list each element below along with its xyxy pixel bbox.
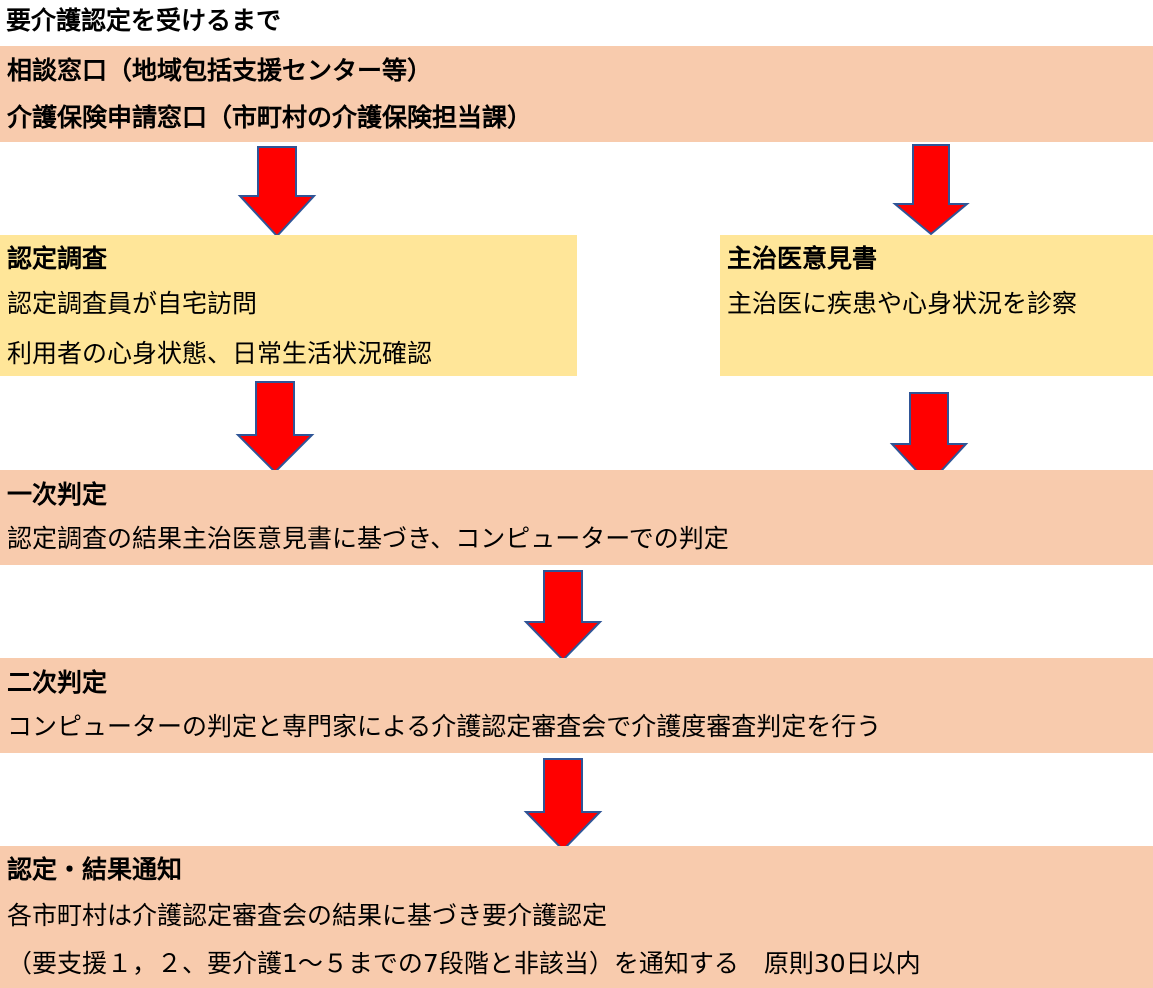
secondary-heading: 二次判定 (7, 668, 108, 697)
consultation-box: 相談窓口（地域包括支援センター等） 介護保険申請窓口（市町村の介護保険担当課） (0, 46, 1153, 142)
consultation-window-text: 相談窓口（地域包括支援センター等） (7, 56, 433, 85)
certification-notice-box: 認定・結果通知 各市町村は介護認定審査会の結果に基づき要介護認定 （要支援１，２… (0, 846, 1153, 988)
survey-line-1: 認定調査員が自宅訪問 (7, 289, 258, 318)
doctor-opinion-box: 主治医意見書 主治医に疾患や心身状況を診察 (720, 235, 1153, 376)
down-arrow-icon (892, 144, 970, 236)
down-arrow-icon (237, 146, 317, 238)
down-arrow-icon (523, 570, 603, 662)
application-window-text: 介護保険申請窓口（市町村の介護保険担当課） (7, 103, 533, 132)
page-title: 要介護認定を受けるまで (6, 6, 282, 35)
down-arrow-icon (523, 758, 603, 852)
notice-line-1: 各市町村は介護認定審査会の結果に基づき要介護認定 (7, 901, 608, 930)
down-arrow-icon (889, 392, 969, 486)
secondary-line-1: コンピューターの判定と専門家による介護認定審査会で介護度審査判定を行う (7, 712, 882, 741)
secondary-judgment-box: 二次判定 コンピューターの判定と専門家による介護認定審査会で介護度審査判定を行う (0, 658, 1153, 753)
notice-line-2: （要支援１，２、要介護1～５までの7段階と非該当）を通知する 原則30日以内 (7, 949, 921, 978)
survey-line-2: 利用者の心身状態、日常生活状況確認 (7, 339, 433, 368)
primary-judgment-box: 一次判定 認定調査の結果主治医意見書に基づき、コンピューターでの判定 (0, 470, 1153, 565)
primary-heading: 一次判定 (7, 480, 108, 509)
survey-heading: 認定調査 (7, 244, 108, 273)
doctor-heading: 主治医意見書 (727, 244, 878, 273)
notice-heading: 認定・結果通知 (7, 855, 183, 884)
doctor-line-1: 主治医に疾患や心身状況を診察 (727, 289, 1078, 318)
primary-line-1: 認定調査の結果主治医意見書に基づき、コンピューターでの判定 (7, 524, 729, 553)
down-arrow-icon (235, 381, 315, 474)
survey-box: 認定調査 認定調査員が自宅訪問 利用者の心身状態、日常生活状況確認 (0, 235, 577, 376)
